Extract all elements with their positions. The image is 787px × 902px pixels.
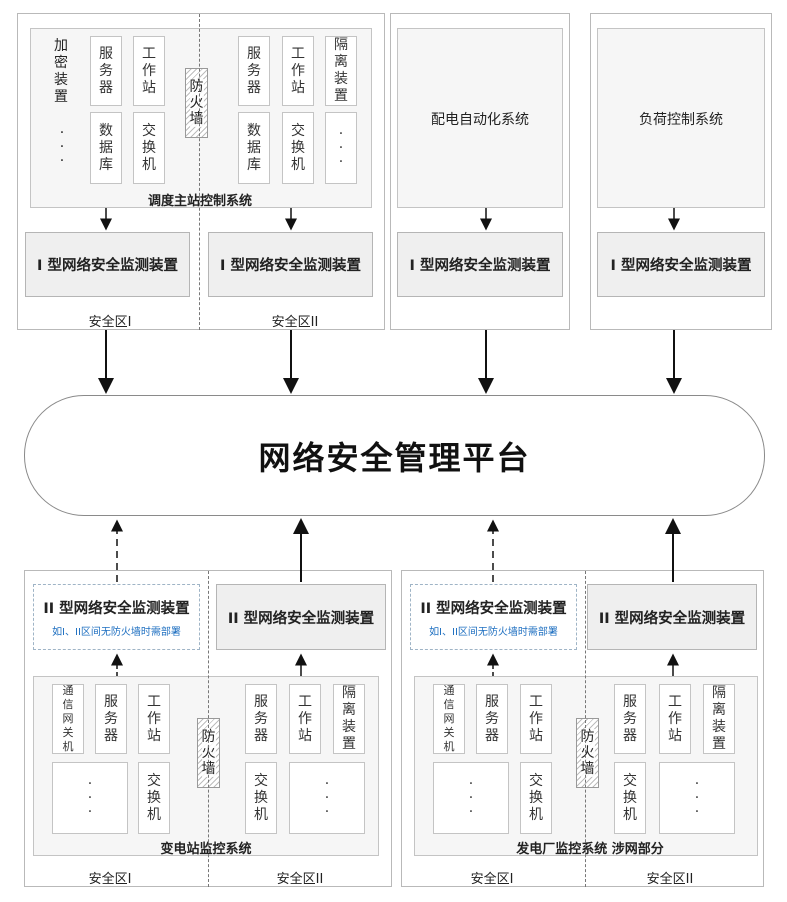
workstation-cell: 工作站: [659, 684, 691, 754]
isolation-device-cell: 隔离装置: [333, 684, 365, 754]
zone-label: 安全区I: [88, 315, 132, 330]
more-items-ellipsis: · · ·: [59, 125, 65, 169]
conditional-monitor-device: II 型网络安全监测装置 如I、II区间无防火墙时需部署: [410, 584, 577, 650]
zone-label: 安全区I: [470, 872, 514, 887]
security-management-platform: 网络安全管理平台: [24, 395, 765, 516]
isolation-device-cell: 隔离装置: [325, 36, 357, 106]
workstation-cell: 工作站: [520, 684, 552, 754]
database-cell: 数据库: [90, 112, 122, 184]
switch-cell: 交换机: [520, 762, 552, 834]
workstation-cell: 工作站: [289, 684, 321, 754]
workstation-cell: 工作站: [282, 36, 314, 106]
zone-label: 安全区II: [646, 872, 694, 887]
more-items-ellipsis: · · ·: [289, 762, 365, 834]
zone-label: 安全区I: [88, 872, 132, 887]
distribution-system-box: [397, 28, 563, 208]
firewall-block: 防火墙: [185, 68, 208, 138]
encrypt-device-label: 加密装置: [54, 38, 68, 105]
load-control-system-box: [597, 28, 765, 208]
switch-cell: 交换机: [133, 112, 165, 184]
zone-label: 安全区II: [276, 872, 324, 887]
zone-divider: [199, 14, 200, 330]
more-items-ellipsis: · · ·: [325, 112, 357, 184]
zone-divider: [208, 571, 209, 887]
server-cell: 服务器: [476, 684, 508, 754]
device-title: II 型网络安全监测装置: [43, 600, 190, 617]
isolation-device-cell: 隔离装置: [703, 684, 735, 754]
server-cell: 服务器: [95, 684, 127, 754]
switch-cell: 交换机: [614, 762, 646, 834]
security-monitor-device: I 型网络安全监测装置: [397, 232, 563, 297]
workstation-cell: 工作站: [133, 36, 165, 106]
security-monitor-device: I 型网络安全监测装置: [208, 232, 373, 297]
security-monitor-device: I 型网络安全监测装置: [597, 232, 765, 297]
firewall-label: 防火墙: [580, 729, 595, 777]
firewall-block: 防火墙: [576, 718, 599, 788]
conditional-monitor-device: II 型网络安全监测装置 如I、II区间无防火墙时需部署: [33, 584, 200, 650]
more-items-ellipsis: · · ·: [659, 762, 735, 834]
server-cell: 服务器: [90, 36, 122, 106]
more-items-ellipsis: · · ·: [433, 762, 509, 834]
server-cell: 服务器: [614, 684, 646, 754]
zone-label: 安全区II: [271, 315, 319, 330]
deployment-note: 如I、II区间无防火墙时需部署: [429, 626, 558, 638]
switch-cell: 交换机: [282, 112, 314, 184]
more-items-ellipsis: · · ·: [52, 762, 128, 834]
switch-cell: 交换机: [138, 762, 170, 834]
deployment-note: 如I、II区间无防火墙时需部署: [52, 626, 181, 638]
server-cell: 服务器: [245, 684, 277, 754]
gateway-cell: 通信网关机: [52, 684, 84, 754]
system-title: 负荷控制系统: [639, 112, 723, 128]
security-monitor-device: II 型网络安全监测装置: [216, 584, 386, 650]
switch-cell: 交换机: [245, 762, 277, 834]
gateway-cell: 通信网关机: [433, 684, 465, 754]
workstation-cell: 工作站: [138, 684, 170, 754]
firewall-label: 防火墙: [189, 79, 204, 127]
zone-divider: [585, 571, 586, 887]
server-cell: 服务器: [238, 36, 270, 106]
system-title: 变电站监控系统: [160, 842, 252, 857]
device-title: II 型网络安全监测装置: [420, 600, 567, 617]
system-title: 配电自动化系统: [431, 112, 529, 128]
system-title: 发电厂监控系统 涉网部分: [516, 842, 664, 857]
database-cell: 数据库: [238, 112, 270, 184]
security-monitor-device: II 型网络安全监测装置: [587, 584, 757, 650]
security-monitor-device: I 型网络安全监测装置: [25, 232, 190, 297]
